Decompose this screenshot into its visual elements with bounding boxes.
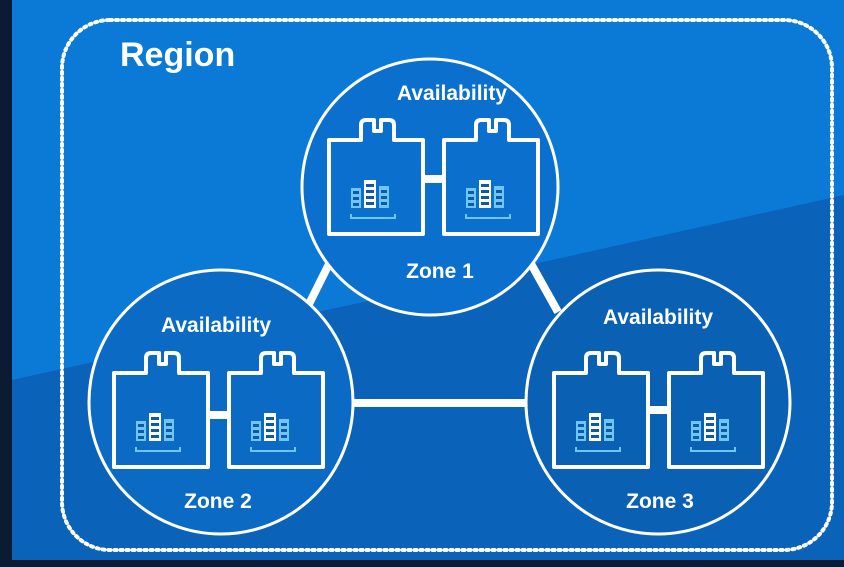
datacenter-link [424, 175, 444, 183]
zone-2-name-label: Zone 2 [184, 490, 252, 513]
zone-3 [524, 268, 792, 536]
region-label: Region [120, 36, 236, 74]
zone-1 [300, 57, 560, 317]
zone-2-availability-label: Availability [160, 314, 272, 337]
zone-1-availability-label: Availability [396, 82, 508, 105]
zone-3-name-label: Zone 3 [626, 490, 694, 513]
zone-3-availability-label: Availability [602, 306, 714, 329]
region-boundary [60, 18, 834, 552]
zone-2 [87, 268, 355, 536]
zone-1-name-label: Zone 1 [406, 260, 474, 283]
datacenter-link [209, 411, 229, 419]
connector-zone1-zone3 [526, 260, 562, 314]
datacenter-link [649, 406, 669, 414]
